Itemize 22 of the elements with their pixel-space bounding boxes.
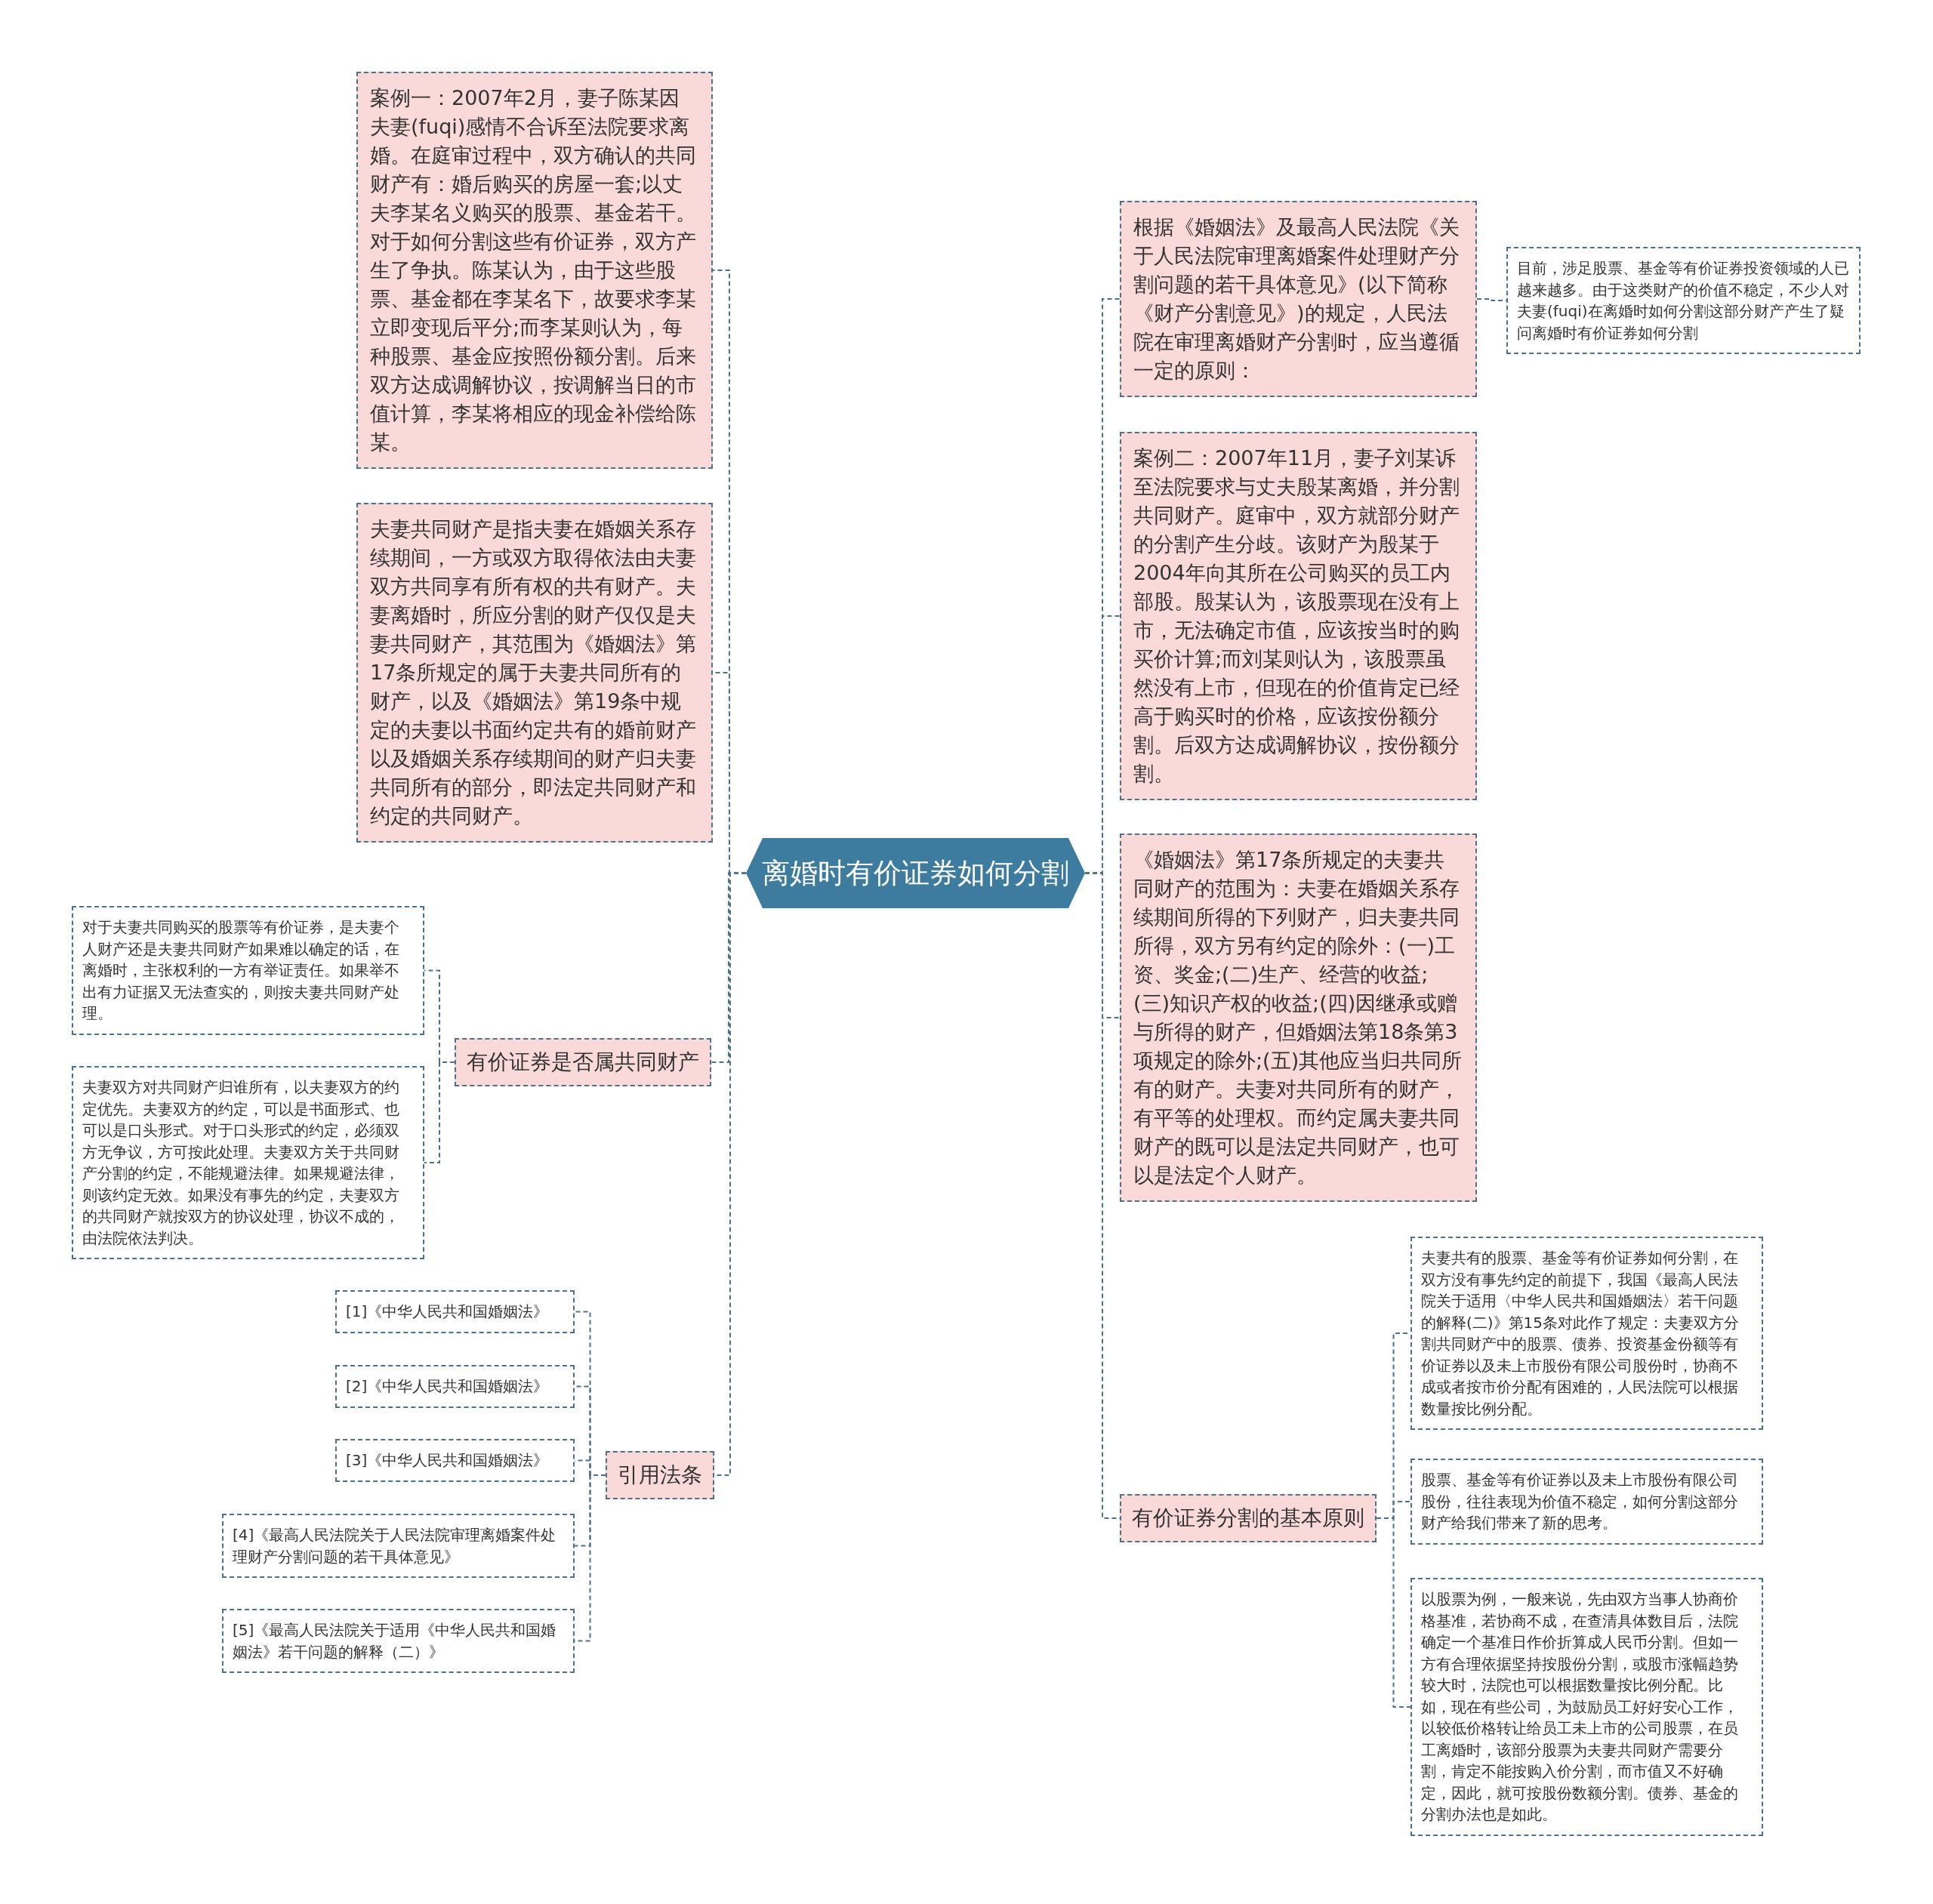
note-box: [2]《中华人民共和国婚姻法》 [335, 1365, 575, 1408]
note-box: 目前，涉足股票、基金等有价证券投资领域的人已越来越多。由于这类财产的价值不稳定，不少人对夫妻(fuqi)在离婚时如何分割这部分财产产生了疑问离婚时有价证券如何分割 [1506, 247, 1861, 354]
text-box: 《婚姻法》第17条所规定的夫妻共同财产的范围为：夫妻在婚姻关系存续期间所得的下列财产，归夫妻共同所得，双方另有约定的除外：(一)工资、奖金;(二)生产、经营的收益;(三)知识产权的收益;(四)因继承或赠与所得的财产，但婚姻法第18条第3项规定的除外;(五)其他应当归共同所有的财产。夫妻对共同所有的财产，有平等的处理权。而约定属夫妻共同财产的既可以是法定共同财产，也可以是法定个人财产。 [1120, 833, 1477, 1202]
topic-box: 引用法条 [606, 1451, 714, 1499]
note-box: [5]《最高人民法院关于适用《中华人民共和国婚姻法》若干问题的解释（二）》 [222, 1609, 575, 1673]
note-box: 以股票为例，一般来说，先由双方当事人协商价格基准，若协商不成，在查清具体数目后，法院确定一个基准日作价折算成人民币分割。但如一方有合理依据坚持按股份分割，或股市涨幅趋势较大时，法院也可以根据数量按比例分配。比如，现在有些公司，为鼓励员工好好安心工作，以较低价格转让给员工未上市的公司股票，在员工离婚时，该部分股票为夫妻共同财产需要分割，肯定不能按购入价分割，而市值又不好确定，因此，就可按股份数额分割。债券、基金的分割办法也是如此。 [1410, 1578, 1763, 1836]
note-box: 股票、基金等有价证券以及未上市股份有限公司股份，往往表现为价值不稳定，如何分割这部分财产给我们带来了新的思考。 [1410, 1459, 1763, 1545]
topic-box: 有价证券分割的基本原则 [1120, 1494, 1377, 1542]
text-box: 根据《婚姻法》及最高人民法院《关于人民法院审理离婚案件处理财产分割问题的若干具体意见》(以下简称《财产分割意见》)的规定，人民法院在审理离婚财产分割时，应当遵循一定的原则： [1120, 201, 1477, 397]
topic-box: 有价证券是否属共同财产 [455, 1038, 711, 1086]
note-box: [4]《最高人民法院关于人民法院审理离婚案件处理财产分割问题的若干具体意见》 [222, 1514, 575, 1578]
central-topic: 离婚时有价证券如何分割 [746, 838, 1085, 908]
connector-line [424, 1061, 455, 1163]
text-box: 案例一：2007年2月，妻子陈某因夫妻(fuqi)感情不合诉至法院要求离婚。在庭审过程中，双方确认的共同财产有：婚后购买的房屋一套;以丈夫李某名义购买的股票、基金若干。对于如何分割这些有价证券，双方产生了争执。陈某认为，由于这些股票、基金都在李某名下，故要求李某立即变现后平分;而李某则认为，每种股票、基金应按照份额分割。后来双方达成调解协议，按调解当日的市值计算，李某将相应的现金补偿给陈某。 [356, 72, 713, 469]
note-box: [3]《中华人民共和国婚姻法》 [335, 1439, 575, 1482]
note-box: 对于夫妻共同购买的股票等有价证券，是夫妻个人财产还是夫妻共同财产如果难以确定的话，在离婚时，主张权利的一方有举证责任。如果举不出有力证据又无法查实的，则按夫妻共同财产处理。 [72, 906, 424, 1035]
connector-line [1376, 1517, 1411, 1708]
note-box: 夫妻双方对共同财产归谁所有，以夫妻双方的约定优先。夫妻双方的约定，可以是书面形式、也可以是口头形式。对于口头形式的约定，必须双方无争议，方可按此处理。夫妻双方关于共同财产分割的约定，不能规避法律。如果规避法律，则该约定无效。如果没有事先的约定，夫妻双方的共同财产就按双方的协议处理，协议不成的，由法院依法判决。 [72, 1066, 424, 1259]
note-box: 夫妻共有的股票、基金等有价证券如何分割，在双方没有事先约定的前提下，我国《最高人民法院关于适用〈中华人民共和国婚姻法〉若干问题的解释(二)》第15条对此作了规定：夫妻双方分割共同财产中的股票、债券、投资基金份额等有价证券以及未上市股份有限公司股份时，协商不成或者按市价分配有困难的，人民法院可以根据数量按比例分配。 [1410, 1237, 1763, 1430]
text-box: 夫妻共同财产是指夫妻在婚姻关系存续期间，一方或双方取得依法由夫妻双方共同享有所有权的共有财产。夫妻离婚时，所应分割的财产仅仅是夫妻共同财产，其范围为《婚姻法》第17条所规定的属于夫妻共同所有的财产，以及《婚姻法》第19条中规定的夫妻以书面约定共有的婚前财产以及婚姻关系存续期间的财产归夫妻共同所有的部分，即法定共同财产和约定的共同财产。 [356, 503, 713, 843]
note-box: [1]《中华人民共和国婚姻法》 [335, 1290, 575, 1333]
text-box: 案例二：2007年11月，妻子刘某诉至法院要求与丈夫殷某离婚，并分割共同财产。庭审中，双方就部分财产的分割产生分歧。该财产为殷某于2004年向其所在公司购买的员工内部股。殷某认为，该股票现在没有上市，无法确定市值，应该按当时的购买价计算;而刘某则认为，该股票虽然没有上市，但现在的价值肯定已经高于购买时的价格，应该按份额分割。后双方达成调解协议，按份额分割。 [1120, 432, 1477, 800]
